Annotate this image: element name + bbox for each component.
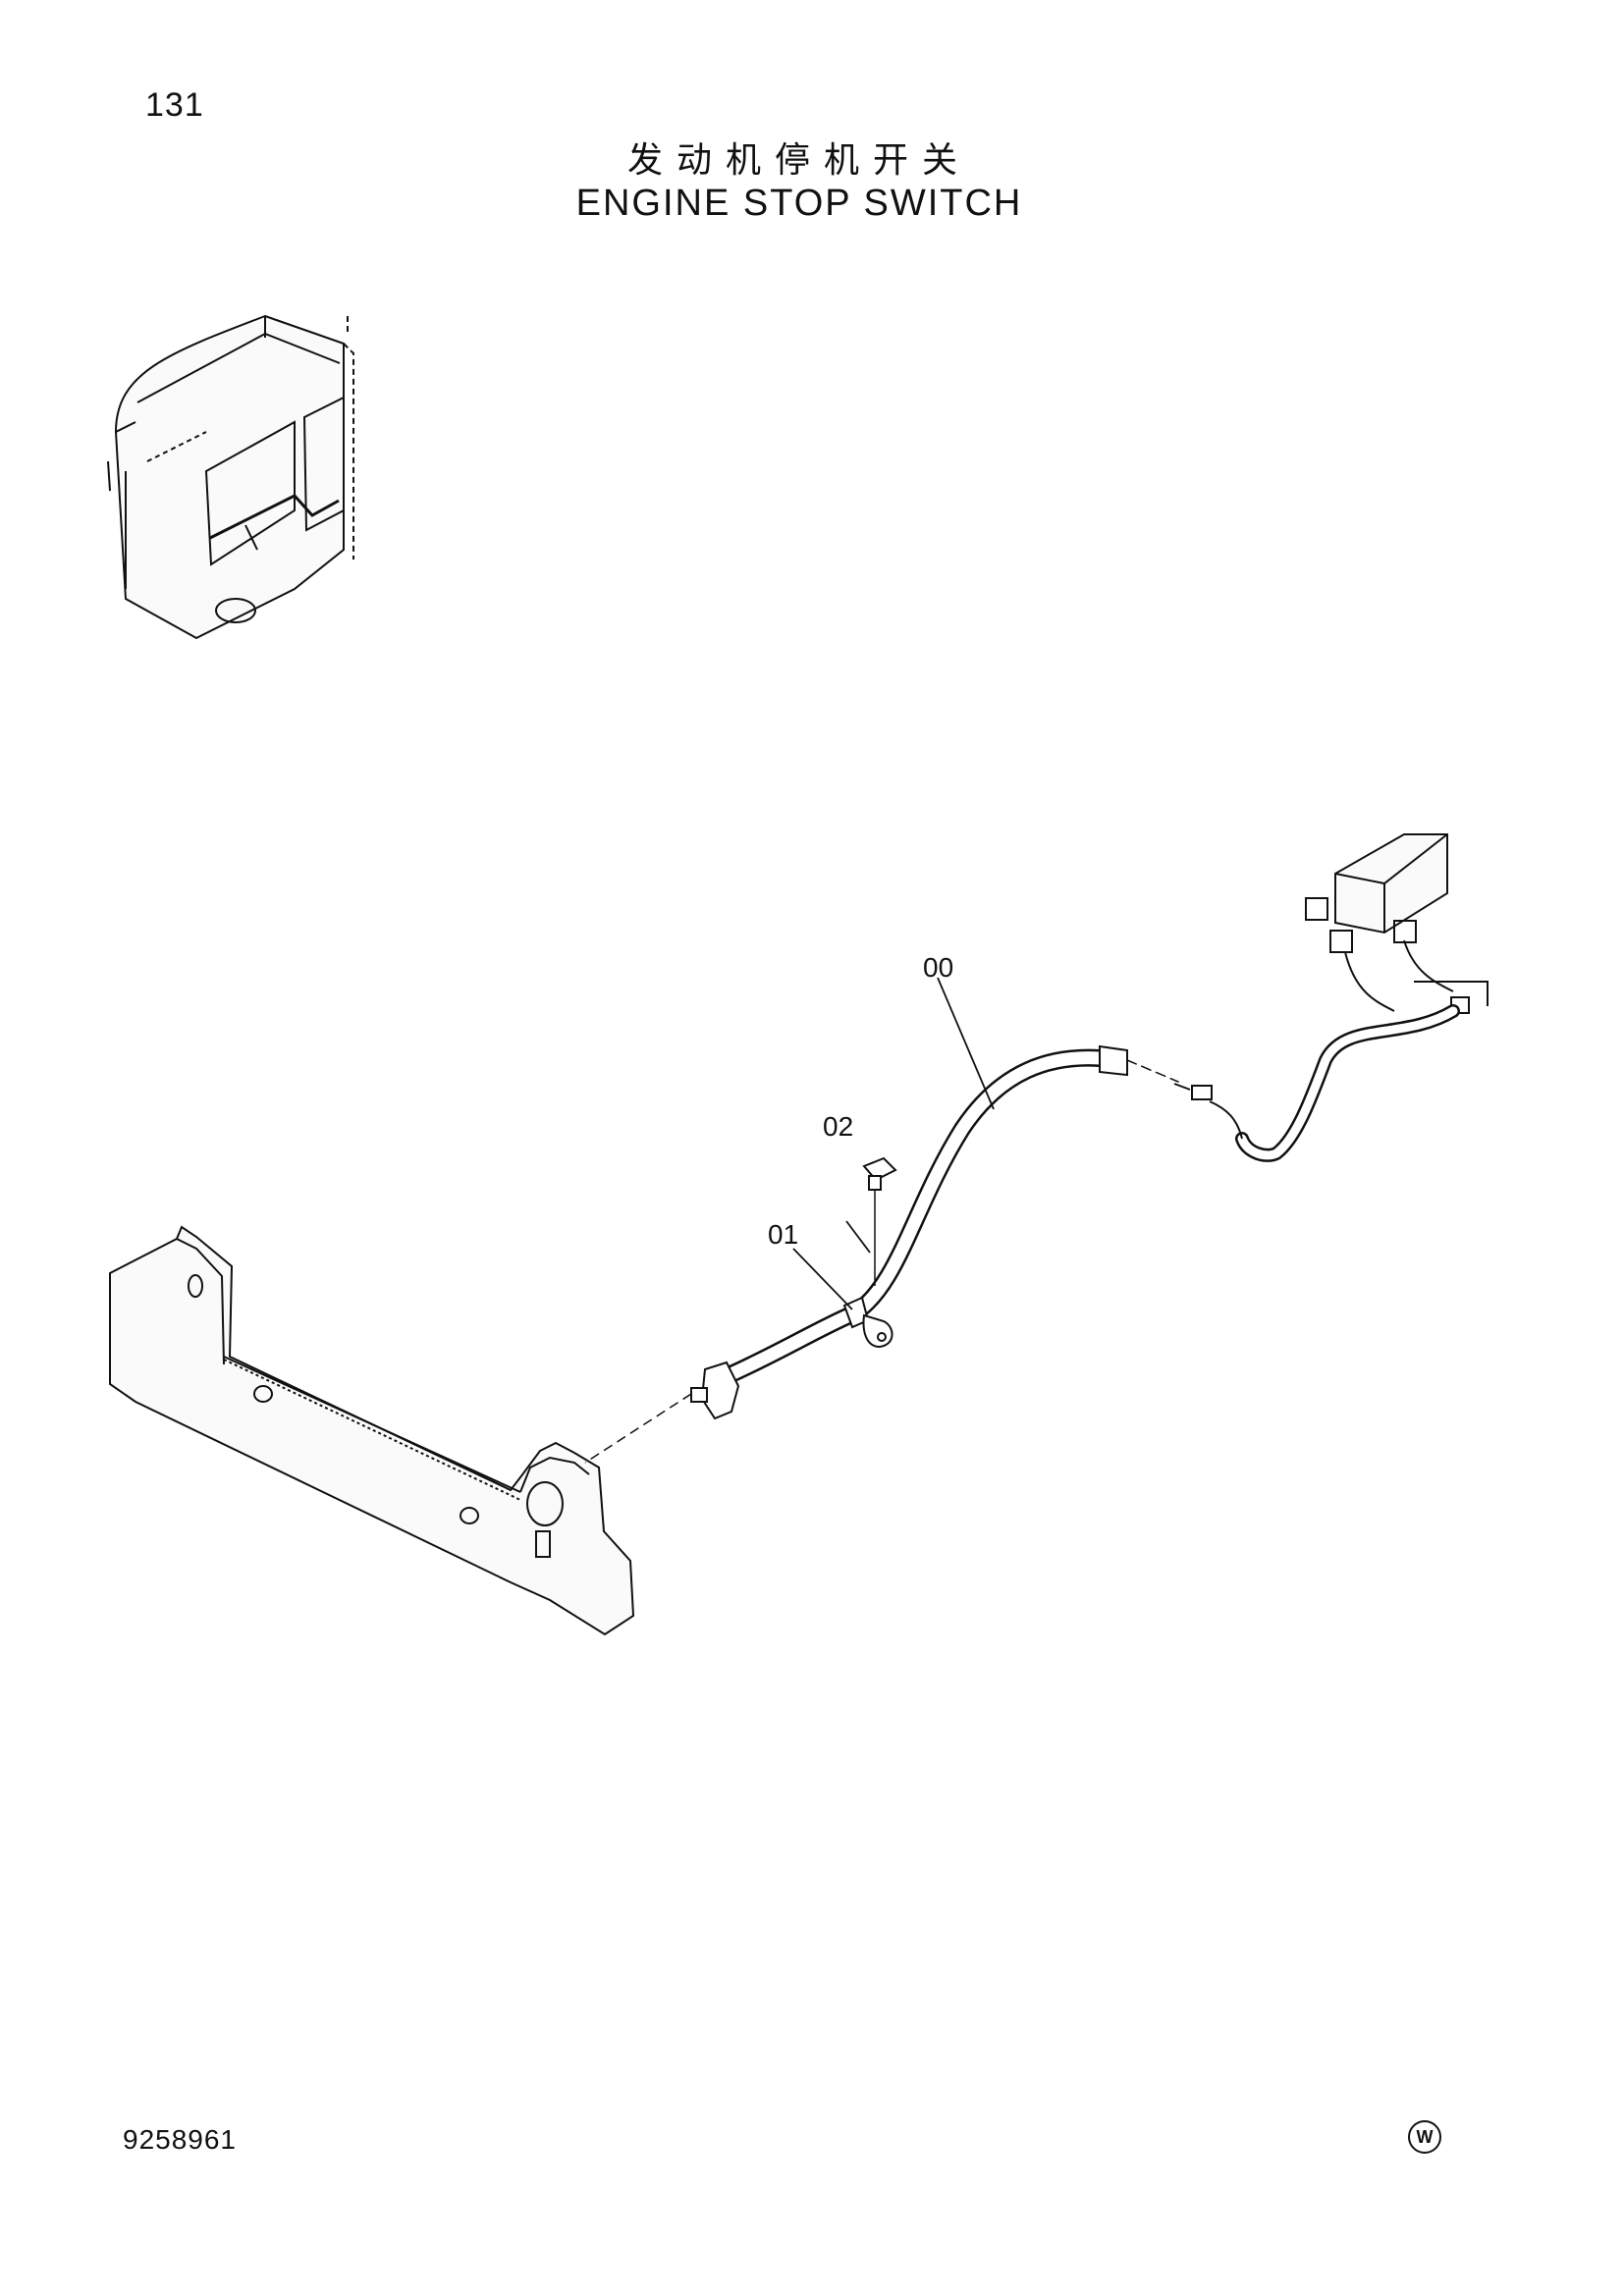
document-number: 9258961 xyxy=(123,2124,238,2155)
leader-line-02 xyxy=(845,1220,871,1254)
clamp-01-illustration xyxy=(842,1296,893,1349)
callout-01: 01 xyxy=(768,1219,798,1250)
leader-line-00 xyxy=(937,977,995,1110)
page-title-chinese: 发动机停机开关 xyxy=(626,140,971,181)
page-title-english: ENGINE STOP SWITCH xyxy=(575,183,1023,224)
callout-00: 00 xyxy=(923,952,953,983)
harness-connector-illustration xyxy=(1173,833,1489,1162)
leader-line-01 xyxy=(792,1248,853,1310)
leader-lines xyxy=(792,977,995,1310)
console-bracket-illustration xyxy=(109,1225,635,1636)
cable-harness-00 xyxy=(718,1044,1179,1385)
cab-overview-illustration xyxy=(107,314,354,640)
engine-stop-switch-illustration xyxy=(584,1361,740,1464)
bolt-02-illustration xyxy=(862,1156,897,1286)
circled-w-mark: W xyxy=(1408,2120,1441,2154)
callout-02: 02 xyxy=(823,1111,853,1142)
page-number: 131 xyxy=(145,86,204,124)
